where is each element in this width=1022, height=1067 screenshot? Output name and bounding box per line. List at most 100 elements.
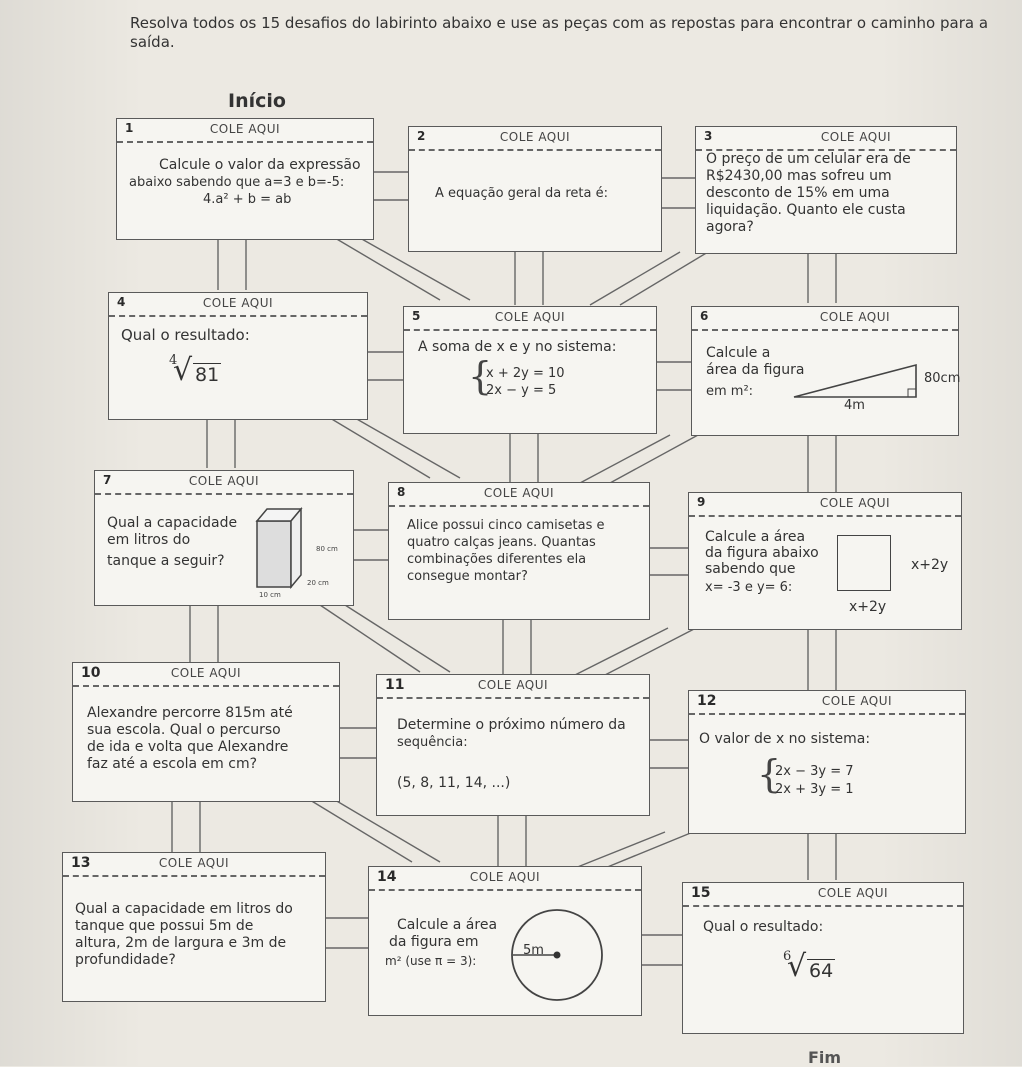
challenge-box-6: 6 COLE AQUI Calcule a área da figura em … [691,306,960,436]
sequence: (5, 8, 11, 14, ...) [397,775,511,791]
challenge-text: de ida e volta que Alexandre [87,739,289,755]
paste-area-2[interactable]: 2 COLE AQUI [409,127,661,151]
challenge-text: A equação geral da reta é: [435,186,608,201]
square-base-label: x+2y [849,599,887,615]
equation: x + 2y = 10 [486,366,565,381]
challenge-text: liquidação. Quanto ele custa [706,202,906,218]
challenge-box-3: 3 COLE AQUI O preço de um celular era de… [695,126,957,254]
challenge-text: Determine o próximo número da [397,717,626,733]
paste-here-label: COLE AQUI [483,486,555,500]
challenge-text: sabendo que [705,561,796,577]
challenge-box-12: 12 COLE AQUI O valor de x no sistema: { … [688,690,966,834]
challenge-number: 13 [71,855,91,871]
challenge-text: da figura em [389,934,479,950]
paste-here-label: COLE AQUI [170,666,242,680]
challenge-text: A soma de x e y no sistema: [418,339,617,355]
paste-area-3[interactable]: 3 COLE AQUI [696,127,956,151]
paste-here-label: COLE AQUI [494,310,566,324]
challenge-box-7: 7 COLE AQUI Qual a capacidade em litros … [94,470,354,606]
paste-area-6[interactable]: 6 COLE AQUI [692,307,958,331]
paste-area-13[interactable]: 13 COLE AQUI [63,853,325,877]
radical-sign-icon: √ [173,353,193,388]
challenge-text: da figura abaixo [705,545,819,561]
challenge-text: altura, 2m de largura e 3m de [75,935,287,951]
paste-area-7[interactable]: 7 COLE AQUI [95,471,353,495]
radical-sign-icon: √ [787,949,807,984]
equation: 2x + 3y = 1 [775,782,854,797]
paste-here-label: COLE AQUI [188,474,260,488]
challenge-text: faz até a escola em cm? [87,756,258,772]
paste-area-4[interactable]: 4 COLE AQUI [109,293,367,317]
challenge-box-13: 13 COLE AQUI Qual a capacidade em litros… [62,852,326,1002]
challenge-text: desconto de 15% em uma [706,185,890,201]
paste-area-8[interactable]: 8 COLE AQUI [389,483,649,507]
root-expression: 6 √ 64 [783,949,873,991]
challenge-text: Calcule o valor da expressão [159,157,361,173]
challenge-box-15: 15 COLE AQUI Qual o resultado: 6 √ 64 [682,882,964,1034]
challenge-text: Alice possui cinco camisetas e [407,518,605,533]
root-expression: 4 √ 81 [169,353,259,393]
challenge-box-9: 9 COLE AQUI Calcule a área da figura aba… [688,492,962,630]
challenge-text: m² (use π = 3): [385,954,477,968]
challenge-number: 1 [125,121,134,135]
challenge-text: O preço de um celular era de [706,151,911,167]
tank-depth-label: 20 cm [307,579,329,587]
paste-area-1[interactable]: 1 COLE AQUI [117,119,373,143]
challenge-text: Qual a capacidade [107,515,238,531]
end-label: Fim [808,1048,842,1067]
challenge-text: abaixo sabendo que a=3 e b=-5: [129,175,345,190]
paste-here-label: COLE AQUI [820,130,892,144]
challenge-text: Calcule a área [397,917,498,933]
brace-icon: { [757,752,782,796]
root-index: 6 [783,949,792,964]
challenge-number: 12 [697,693,717,709]
challenge-text: O valor de x no sistema: [699,731,871,747]
challenge-text: x= -3 e y= 6: [705,580,793,595]
challenge-text: Qual a capacidade em litros do [75,901,293,917]
challenge-number: 5 [412,309,421,323]
paste-here-label: COLE AQUI [477,678,549,692]
challenge-text: sequência: [397,735,468,750]
paste-area-10[interactable]: 10 COLE AQUI [73,663,339,687]
brace-icon: { [468,354,493,398]
challenge-number: 11 [385,677,405,693]
challenge-number: 14 [377,869,397,885]
paste-area-9[interactable]: 9 COLE AQUI [689,493,961,517]
challenge-text: quatro calças jeans. Quantas [407,535,596,550]
paste-here-label: COLE AQUI [821,694,893,708]
challenge-number: 9 [697,495,706,509]
paste-here-label: COLE AQUI [202,296,274,310]
challenge-text: tanque que possui 5m de [75,918,254,934]
square-side-label: x+2y [911,557,949,573]
paste-area-15[interactable]: 15 COLE AQUI [683,883,963,907]
paste-area-12[interactable]: 12 COLE AQUI [689,691,965,715]
challenge-number: 15 [691,885,711,901]
challenge-number: 10 [81,665,101,681]
challenge-box-14: 14 COLE AQUI Calcule a área da figura em… [368,866,642,1016]
paste-area-5[interactable]: 5 COLE AQUI [404,307,656,331]
paste-area-11[interactable]: 11 COLE AQUI [377,675,649,699]
paste-area-14[interactable]: 14 COLE AQUI [369,867,641,891]
challenge-box-11: 11 COLE AQUI Determine o próximo número … [376,674,650,816]
challenge-text: área da figura [706,362,805,378]
challenge-text: tanque a seguir? [107,553,225,569]
challenge-text: profundidade? [75,952,176,968]
start-label: Início [228,90,286,112]
challenge-text: R$2430,00 mas sofreu um [706,168,892,184]
tank-prism-figure [255,506,303,590]
challenge-box-2: 2 COLE AQUI A equação geral da reta é: [408,126,662,252]
paste-here-label: COLE AQUI [469,870,541,884]
challenge-number: 6 [700,309,709,323]
challenge-text: Calcule a [706,345,771,361]
challenge-number: 8 [397,485,406,499]
paste-here-label: COLE AQUI [209,122,281,136]
square-figure [837,535,891,591]
equation: 2x − 3y = 7 [775,764,854,779]
paste-here-label: COLE AQUI [817,886,889,900]
challenge-text: consegue montar? [407,569,528,584]
challenge-box-8: 8 COLE AQUI Alice possui cinco camisetas… [388,482,650,620]
root-index: 4 [169,353,178,368]
challenge-text: Alexandre percorre 815m até [87,705,293,721]
paste-here-label: COLE AQUI [819,496,891,510]
circle-figure [511,909,603,1001]
